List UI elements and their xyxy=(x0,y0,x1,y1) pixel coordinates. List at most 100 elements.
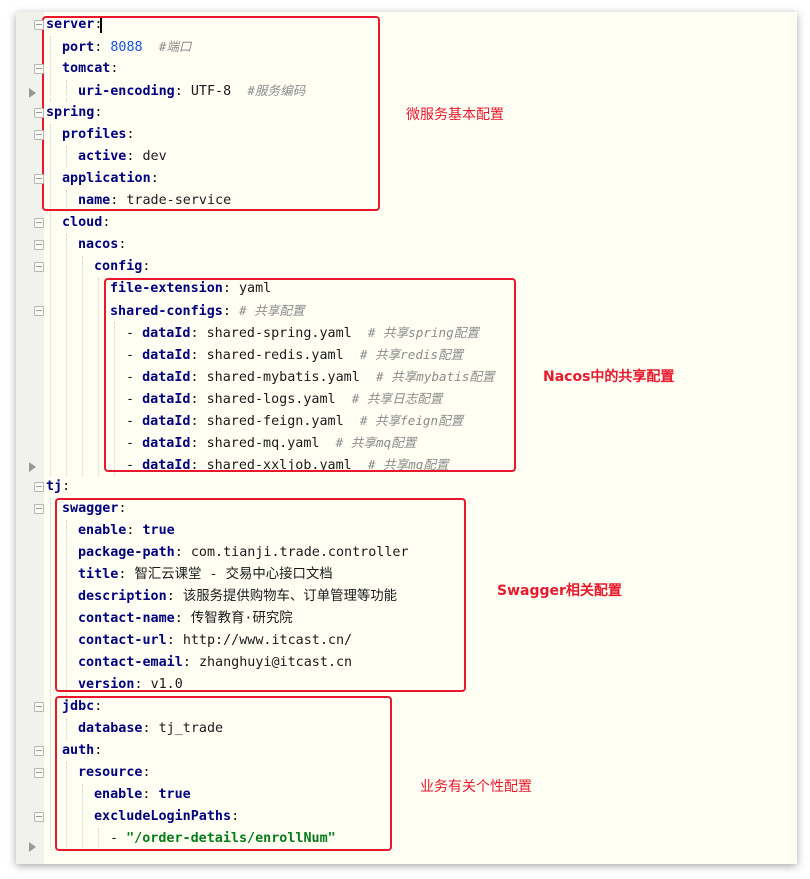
code-line[interactable]: - dataId: shared-mq.yaml # 共享mq配置 xyxy=(126,432,416,454)
yaml-comment: # 共享feign配置 xyxy=(359,413,464,428)
code-line[interactable]: database: tj_trade xyxy=(78,718,223,740)
code-line[interactable]: application: xyxy=(62,168,159,190)
gutter-arrow-icon[interactable] xyxy=(29,842,36,852)
yaml-key: package-path xyxy=(78,545,175,560)
fold-marker-icon[interactable] xyxy=(34,768,44,778)
yaml-key: dataId xyxy=(142,436,191,451)
code-line[interactable]: contact-url: http://www.itcast.cn/ xyxy=(78,630,352,652)
yaml-key: dataId xyxy=(142,414,191,429)
code-line[interactable]: - dataId: shared-feign.yaml # 共享feign配置 xyxy=(126,410,463,432)
code-line[interactable]: - dataId: shared-xxljob.yaml # 共享mq配置 xyxy=(126,454,449,476)
fold-marker-icon[interactable] xyxy=(34,262,44,272)
code-line[interactable]: tj: xyxy=(46,476,70,498)
gutter-arrow-icon[interactable] xyxy=(29,462,36,472)
fold-marker-icon[interactable] xyxy=(34,218,44,228)
code-line[interactable]: tomcat: xyxy=(62,58,118,80)
yaml-comment: # 共享mybatis配置 xyxy=(375,369,495,384)
code-line[interactable]: - dataId: shared-logs.yaml # 共享日志配置 xyxy=(126,388,442,410)
fold-marker-icon[interactable] xyxy=(34,64,44,74)
annotation-swagger: Swagger相关配置 xyxy=(497,583,622,599)
yaml-comment: # 共享mq配置 xyxy=(367,457,449,472)
code-line[interactable]: profiles: xyxy=(62,124,135,146)
yaml-key: jdbc xyxy=(62,699,95,714)
code-line[interactable]: server: xyxy=(46,14,102,36)
colon: : xyxy=(94,17,103,32)
yaml-comment: #服务编码 xyxy=(247,83,306,98)
code-line[interactable]: - dataId: shared-mybatis.yaml # 共享mybati… xyxy=(126,366,495,388)
yaml-value: shared-mq.yaml xyxy=(206,436,320,451)
yaml-comment: #端口 xyxy=(158,39,192,54)
highlight-box-business xyxy=(55,696,392,851)
code-line[interactable]: version: v1.0 xyxy=(78,674,183,696)
yaml-key: cloud xyxy=(62,215,103,230)
yaml-key: nacos xyxy=(78,237,119,252)
fold-marker-icon[interactable] xyxy=(34,130,44,140)
fold-marker-icon[interactable] xyxy=(34,504,44,514)
fold-marker-icon[interactable] xyxy=(34,746,44,756)
list-dash: - xyxy=(126,414,143,429)
yaml-key: config xyxy=(94,259,143,274)
code-line[interactable]: swagger: xyxy=(62,498,127,520)
code-line[interactable]: contact-name: 传智教育·研究院 xyxy=(78,608,293,630)
colon: : xyxy=(190,326,207,341)
code-line[interactable]: shared-configs: # 共享配置 xyxy=(110,300,305,322)
colon: : xyxy=(174,545,191,560)
yaml-key: dataId xyxy=(142,326,191,341)
code-line[interactable]: config: xyxy=(94,256,150,278)
code-line[interactable]: file-extension: yaml xyxy=(110,278,271,300)
code-line[interactable]: auth: xyxy=(62,740,102,762)
code-line[interactable]: contact-email: zhanghuyi@itcast.cn xyxy=(78,652,352,674)
colon: : xyxy=(190,414,207,429)
gutter-arrow-icon[interactable] xyxy=(29,88,36,98)
code-line[interactable]: - "/order-details/enrollNum" xyxy=(110,828,336,850)
code-line[interactable]: jdbc: xyxy=(62,696,102,718)
yaml-value: 该服务提供购物车、订单管理等功能 xyxy=(182,589,398,604)
yaml-comment: # 共享spring配置 xyxy=(367,325,479,340)
fold-marker-icon[interactable] xyxy=(34,812,44,822)
code-line[interactable]: nacos: xyxy=(78,234,126,256)
yaml-value: UTF-8 xyxy=(190,84,232,99)
yaml-comment: # 共享redis配置 xyxy=(359,347,464,362)
yaml-key: server xyxy=(46,17,95,32)
fold-marker-icon[interactable] xyxy=(34,20,44,30)
colon: : xyxy=(126,127,135,142)
yaml-comment: # 共享mq配置 xyxy=(335,435,417,450)
code-line[interactable]: - dataId: shared-redis.yaml # 共享redis配置 xyxy=(126,344,463,366)
code-line[interactable]: enable: true xyxy=(94,784,191,806)
code-line[interactable]: enable: true xyxy=(78,520,175,542)
code-line[interactable]: spring: xyxy=(46,102,102,124)
yaml-key: application xyxy=(62,171,151,186)
fold-marker-icon[interactable] xyxy=(34,702,44,712)
colon: : xyxy=(150,171,159,186)
colon: : xyxy=(222,304,231,319)
code-line[interactable]: title: 智汇云课堂 - 交易中心接口文档 xyxy=(78,564,333,586)
fold-marker-icon[interactable] xyxy=(34,108,44,118)
highlight-box-swagger xyxy=(55,498,466,692)
yaml-value: "/order-details/enrollNum" xyxy=(126,831,336,846)
colon: : xyxy=(110,61,119,76)
colon: : xyxy=(190,458,207,473)
code-line[interactable]: active: dev xyxy=(78,146,167,168)
code-line[interactable]: name: trade-service xyxy=(78,190,231,212)
fold-marker-icon[interactable] xyxy=(34,174,44,184)
code-line[interactable]: - dataId: shared-spring.yaml # 共享spring配… xyxy=(126,322,479,344)
code-line[interactable]: resource: xyxy=(78,762,151,784)
fold-marker-icon[interactable] xyxy=(34,306,44,316)
code-line[interactable]: cloud: xyxy=(62,212,110,234)
fold-marker-icon[interactable] xyxy=(34,240,44,250)
code-line[interactable]: port: 8088 #端口 xyxy=(62,36,192,58)
colon: : xyxy=(142,259,151,274)
code-line[interactable]: uri-encoding: UTF-8 #服务编码 xyxy=(78,80,305,102)
list-dash: - xyxy=(126,392,143,407)
code-line[interactable]: package-path: com.tianji.trade.controlle… xyxy=(78,542,409,564)
list-dash: - xyxy=(110,831,127,846)
fold-marker-icon[interactable] xyxy=(34,482,44,492)
yaml-value: http://www.itcast.cn/ xyxy=(182,633,353,648)
code-line[interactable]: excludeLoginPaths: xyxy=(94,806,239,828)
yaml-key: resource xyxy=(78,765,143,780)
indent-guide xyxy=(66,718,67,740)
yaml-key: dataId xyxy=(142,458,191,473)
code-line[interactable]: description: 该服务提供购物车、订单管理等功能 xyxy=(78,586,397,608)
yaml-key: description xyxy=(78,589,167,604)
